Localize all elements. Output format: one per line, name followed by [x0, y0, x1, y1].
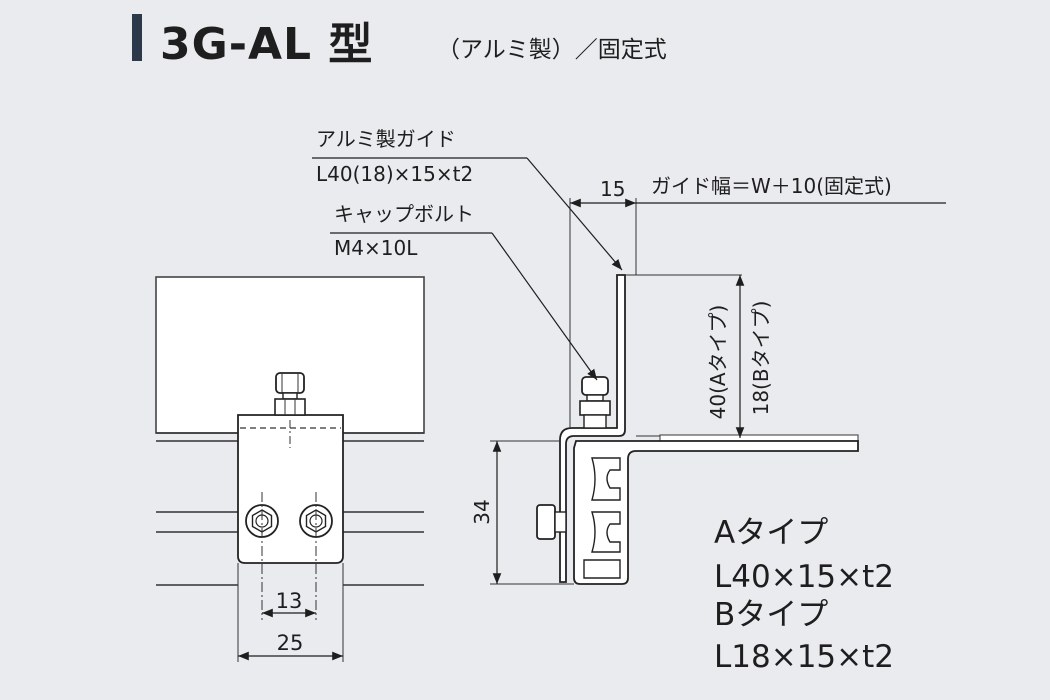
side-bolt-head — [536, 504, 556, 540]
page-subtitle: （アルミ製）／固定式 — [437, 37, 667, 63]
dim-25: 25 — [277, 631, 304, 655]
legend-b-type: Bタイプ — [714, 597, 828, 633]
leader-lines — [312, 157, 623, 381]
bolt-spec: M4×10L — [334, 236, 418, 260]
guide-spec: L40(18)×15×t2 — [316, 162, 473, 186]
cap-bolt-side — [581, 376, 609, 396]
legend-a-spec: L40×15×t2 — [714, 559, 894, 595]
section-view — [490, 198, 946, 585]
dim-15: 15 — [600, 177, 625, 201]
dim-13: 13 — [276, 589, 303, 613]
mount-screw-right — [299, 504, 333, 538]
legend-b-spec: L18×15×t2 — [714, 639, 894, 675]
title-accent-bar — [132, 14, 142, 61]
front-view — [155, 276, 425, 662]
height-a-label: 40(Aタイプ) — [706, 305, 730, 420]
legend-a-type: Aタイプ — [714, 515, 828, 551]
bolt-label: キャップボルト — [334, 202, 474, 226]
dim-34: 34 — [470, 499, 494, 524]
page-title: 3G-AL 型 — [160, 19, 374, 70]
cap-bolt-head — [275, 372, 305, 394]
height-b-label: 18(Bタイプ) — [749, 301, 773, 416]
bolt-washer — [274, 398, 306, 416]
guide-label: アルミ製ガイド — [316, 127, 456, 151]
guide-width-label: ガイド幅＝W＋10(固定式) — [651, 174, 892, 198]
